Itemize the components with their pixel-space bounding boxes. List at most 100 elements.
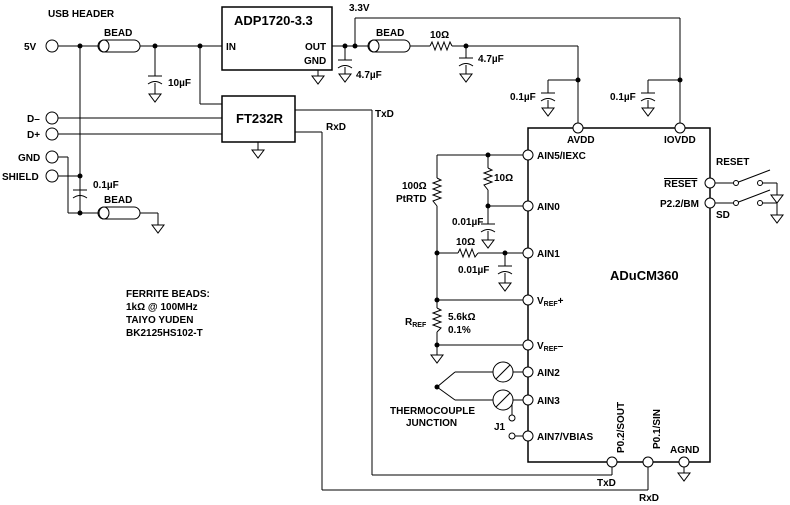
thermocouple xyxy=(492,361,514,411)
cap-0u1-label: 0.1µF xyxy=(510,92,536,103)
ground-icon xyxy=(151,224,165,234)
txd-label: TxD xyxy=(597,478,616,489)
ferrite-note: BK2125HS102-T xyxy=(126,328,203,339)
pin-gnd-label: GND xyxy=(18,153,40,164)
aducm360-pin-vref-plus: VREF+ xyxy=(537,296,564,308)
capacitor-4u7-a xyxy=(337,59,353,69)
rref-value-label: 5.6kΩ xyxy=(448,312,475,323)
ground-icon xyxy=(498,282,512,292)
aducm360-pin-agnd: AGND xyxy=(670,445,699,456)
capacitor-10uf xyxy=(147,75,163,85)
rxd-label: RxD xyxy=(639,493,659,504)
thermocouple-label: JUNCTION xyxy=(406,418,457,429)
ferrite-note: 1kΩ @ 100MHz xyxy=(126,302,198,313)
pin-dplus-label: D+ xyxy=(27,130,40,141)
txd-label: TxD xyxy=(375,109,394,120)
resistors xyxy=(429,40,494,333)
ground-icon xyxy=(311,75,325,85)
jumper-label: J1 xyxy=(494,422,506,433)
capacitor-4u7-b xyxy=(458,57,474,67)
cap-10uf-label: 10µF xyxy=(168,78,191,89)
aducm360-pin-ain7: AIN7/VBIAS xyxy=(537,432,593,443)
cap-0u1-label: 0.1µF xyxy=(610,92,636,103)
capacitors xyxy=(72,57,656,275)
pins xyxy=(45,39,763,468)
ferrite-note: FERRITE BEADS: xyxy=(126,289,210,300)
adp1720-pin-out: OUT xyxy=(305,42,326,53)
ground-icon xyxy=(641,107,655,117)
ground-icon xyxy=(481,239,495,249)
bead-label: BEAD xyxy=(104,28,132,39)
aducm360-pin-vref-minus: VREF– xyxy=(537,341,564,353)
resistor-rref xyxy=(431,307,443,333)
resistor-ptrtd xyxy=(431,177,443,207)
capacitor-0u01-ain1 xyxy=(497,265,513,275)
aducm360-pin-p02: P0.2/SOUT xyxy=(616,402,627,453)
cap-0u1-label: 0.1µF xyxy=(93,180,119,191)
ferrite-beads xyxy=(97,39,411,220)
ground-icon xyxy=(770,194,784,204)
aducm360-pin-avdd: AVDD xyxy=(567,135,595,146)
usb-header-label: USB HEADER xyxy=(48,9,115,20)
resistor-10ohm-ain1 xyxy=(457,247,479,259)
sd-switch-label: SD xyxy=(716,210,730,221)
ground-icon xyxy=(251,149,265,159)
resistor-10ohm-ain0 xyxy=(482,167,494,191)
thermocouple-label: THERMOCOUPLE xyxy=(390,406,475,417)
bead-label: BEAD xyxy=(104,195,132,206)
aducm360-pin-ain3: AIN3 xyxy=(537,396,560,407)
rail-3v3-label: 3.3V xyxy=(349,3,370,14)
pin-5v-label: 5V xyxy=(24,42,37,53)
res-10-ain1-label: 10Ω xyxy=(456,237,475,248)
ferrite-bead-icon xyxy=(97,206,141,220)
ground-icon xyxy=(338,73,352,83)
junction-dots xyxy=(77,43,683,390)
ferrite-bead-icon xyxy=(367,39,411,53)
ground-icon xyxy=(770,214,784,224)
aducm360-pin-ain0: AIN0 xyxy=(537,202,560,213)
ferrite-note: TAIYO YUDEN xyxy=(126,315,193,326)
aducm360-pin-ain5: AIN5/IEXC xyxy=(537,151,586,162)
jumper-j1 xyxy=(508,414,516,440)
aducm360-pin-reset: RESET xyxy=(664,179,697,190)
reset-switch-label: RESET xyxy=(716,157,749,168)
rxd-label: RxD xyxy=(326,122,346,133)
rref-tol-label: 0.1% xyxy=(448,325,471,336)
pin-shield-label: SHIELD xyxy=(2,172,39,183)
capacitor-0u01-ain0 xyxy=(480,223,496,233)
ground-icon xyxy=(459,73,473,83)
aducm360-name: ADuCM360 xyxy=(610,268,679,283)
capacitor-0u1-shield xyxy=(72,189,88,213)
aducm360-pin-iovdd: IOVDD xyxy=(664,135,696,146)
ground-icon xyxy=(148,93,162,103)
text-labels: USB HEADER 3.3V 5V D– D+ GND SHIELD BEAD… xyxy=(2,3,749,504)
ground-icon xyxy=(677,472,691,482)
capacitor-0u1-iovdd xyxy=(640,92,656,102)
rref-label: RREF xyxy=(405,317,427,329)
wires xyxy=(58,17,778,491)
ft232r-name: FT232R xyxy=(236,111,284,126)
res-10-label: 10Ω xyxy=(430,30,449,41)
cap-0u01-label: 0.01µF xyxy=(452,217,483,228)
capacitor-0u1-avdd xyxy=(540,92,556,102)
ground-icon xyxy=(430,354,444,364)
resistor-10ohm-supply xyxy=(429,40,453,52)
aducm360-pin-p01: P0.1/SIN xyxy=(652,409,663,449)
rtd-name-label: PtRTD xyxy=(396,194,427,205)
aducm360-pin-ain2: AIN2 xyxy=(537,368,560,379)
rtd-value-label: 100Ω xyxy=(402,181,427,192)
bead-label: BEAD xyxy=(376,28,404,39)
adp1720-name: ADP1720-3.3 xyxy=(234,13,313,28)
ferrite-bead-icon xyxy=(97,39,141,53)
aducm360-pin-p22: P2.2/BM xyxy=(660,199,699,210)
ic-adp1720 xyxy=(221,6,333,71)
cap-4u7-label: 4.7µF xyxy=(356,70,382,81)
cap-0u01-label: 0.01µF xyxy=(458,265,489,276)
ground-icon xyxy=(541,107,555,117)
pin-dminus-label: D– xyxy=(27,114,40,125)
adp1720-pin-gnd: GND xyxy=(304,56,326,67)
cap-4u7-label: 4.7µF xyxy=(478,54,504,65)
aducm360-pin-ain1: AIN1 xyxy=(537,249,560,260)
